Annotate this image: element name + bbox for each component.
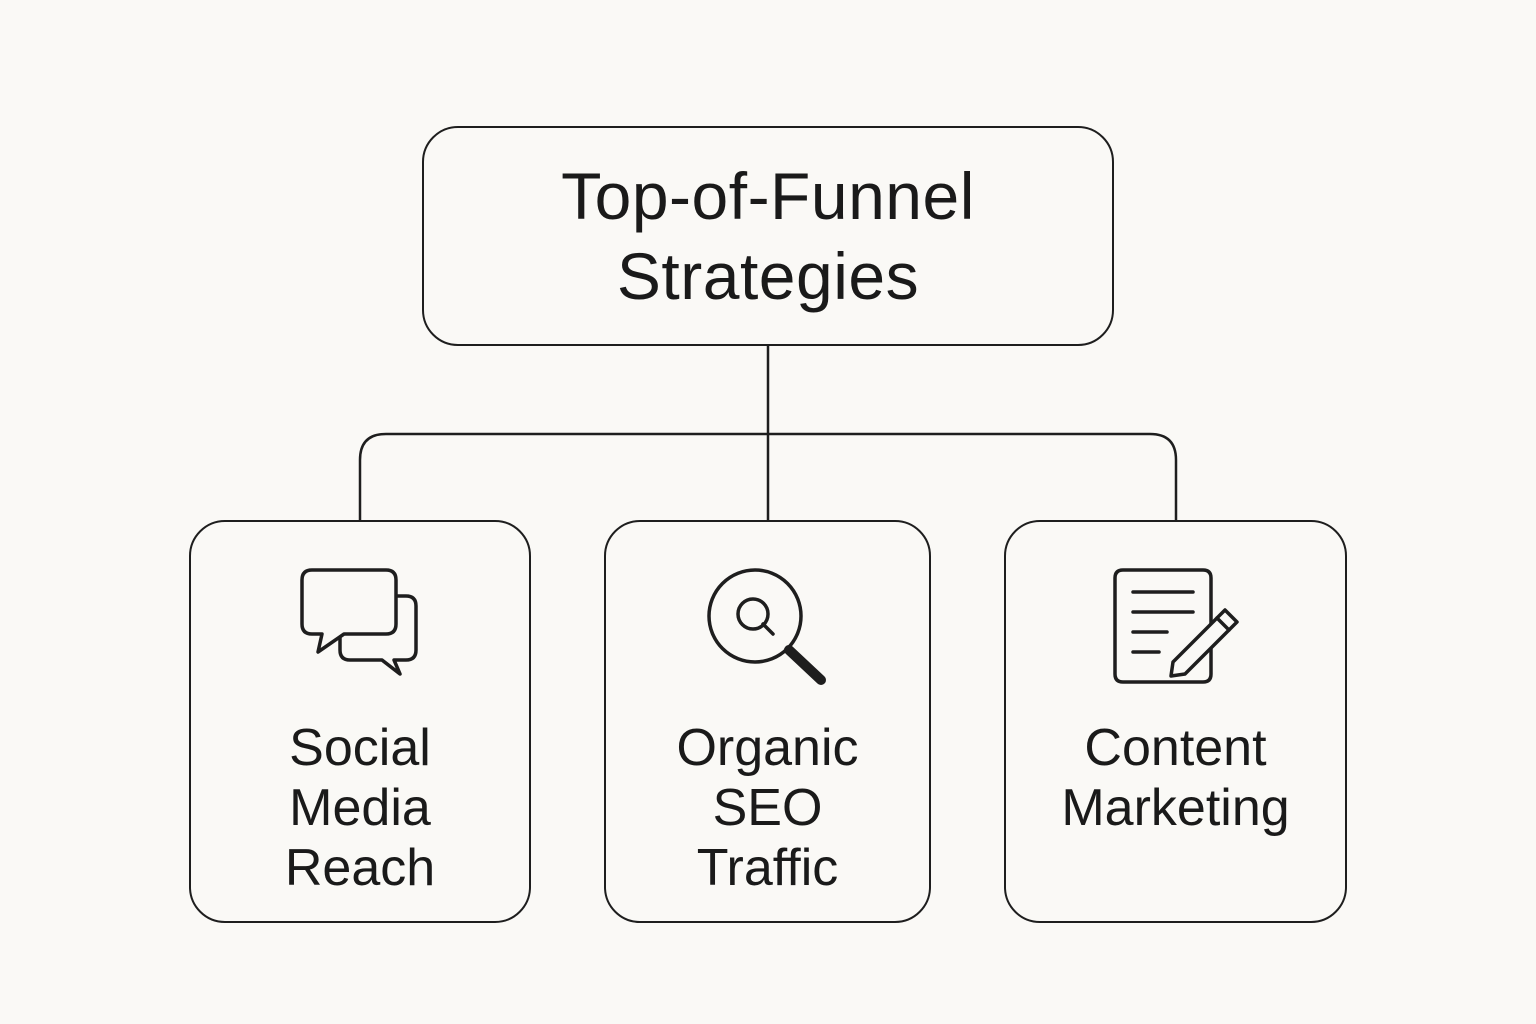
chat-bubbles-icon: [300, 568, 418, 676]
root-node: Top-of-Funnel Strategies: [422, 126, 1114, 346]
node-label: Content Marketing: [1061, 719, 1290, 837]
document-pencil-icon: [1112, 568, 1239, 684]
node-label: Organic SEO Traffic: [676, 719, 859, 897]
node-organic-seo-traffic: Organic SEO Traffic: [604, 520, 931, 923]
magnifier-icon: [706, 568, 826, 685]
node-content-marketing: Content Marketing: [1004, 520, 1347, 923]
connector-branch: [358, 432, 1178, 522]
node-label: Social Media Reach: [284, 719, 436, 897]
root-title: Top-of-Funnel Strategies: [561, 159, 975, 313]
node-social-media-reach: Social Media Reach: [189, 520, 531, 923]
